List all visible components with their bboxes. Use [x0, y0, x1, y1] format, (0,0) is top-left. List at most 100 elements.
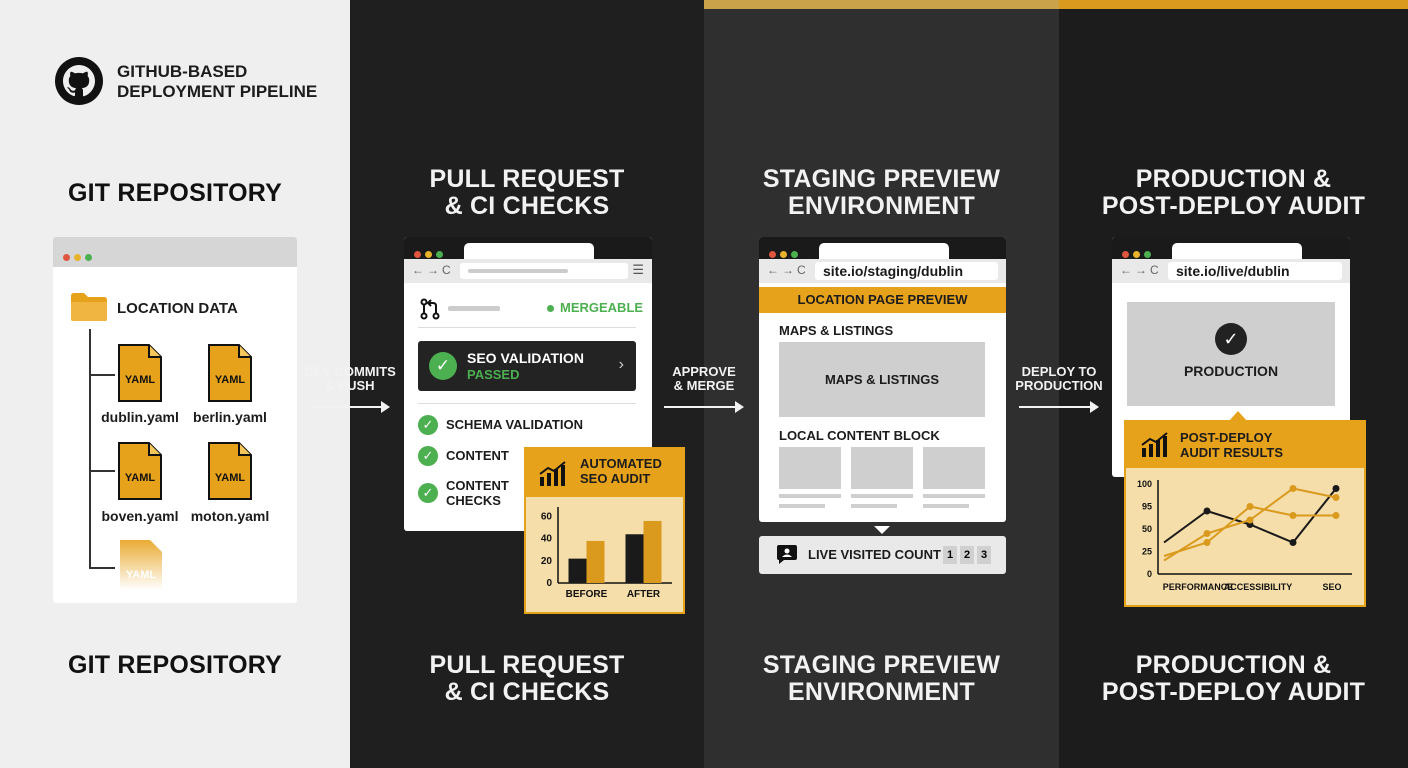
x-tick-label: PERFORMANCE: [1163, 582, 1234, 592]
arrow-label-approve: APPROVE & MERGE: [664, 365, 744, 393]
maximize-dot[interactable]: [791, 251, 798, 258]
brand-title-line2: DEPLOYMENT PIPELINE: [117, 82, 318, 101]
counter-digit: 2: [960, 546, 974, 564]
stage-footer-production-line1: PRODUCTION &: [1135, 651, 1332, 679]
folder-icon: [71, 293, 107, 321]
brand-title: GITHUB-BASED DEPLOYMENT PIPELINE: [117, 62, 317, 102]
series-point-1: [1289, 485, 1297, 492]
local-content-heading: LOCAL CONTENT BLOCK: [779, 428, 940, 443]
arrow-deploy-line1: DEPLOY TO: [1021, 364, 1097, 379]
content-thumb: [779, 447, 841, 489]
nav-icons[interactable]: ←→C: [412, 263, 454, 277]
minimize-dot[interactable]: [780, 251, 787, 258]
y-tick-label: 0: [546, 578, 552, 589]
stage-title-pr: PULL REQUEST & CI CHECKS: [350, 166, 704, 220]
yaml-file-icon[interactable]: YAML: [117, 441, 163, 501]
yaml-file-icon[interactable]: YAML: [117, 343, 163, 403]
seo-audit-title-line1: AUTOMATED: [580, 456, 662, 471]
series-point-1: [1203, 530, 1211, 537]
text-placeholder: [779, 494, 841, 498]
close-dot[interactable]: [63, 254, 70, 261]
maximize-dot[interactable]: [436, 251, 443, 258]
x-tick-label: AFTER: [627, 589, 661, 600]
stage-title-production-line1: PRODUCTION &: [1135, 165, 1332, 193]
nav-icons[interactable]: ←→C: [1120, 263, 1162, 277]
yaml-file-icon-faded: YAML: [120, 540, 162, 590]
accent-bar-staging: [704, 0, 1059, 9]
production-box[interactable]: ✓ PRODUCTION: [1127, 302, 1335, 406]
series-line-2: [1163, 505, 1336, 557]
file-name-dublin[interactable]: dublin.yaml: [101, 409, 179, 425]
arrow-commit-line2: & PUSH: [325, 378, 375, 393]
text-placeholder: [851, 504, 897, 508]
check-content-checks: CONTENT CHECKS: [446, 478, 509, 508]
production-titlebar: [1112, 237, 1350, 259]
y-tick-label: 60: [541, 512, 553, 523]
maximize-dot[interactable]: [85, 254, 92, 261]
minimize-dot[interactable]: [1133, 251, 1140, 258]
brand-title-line1: GITHUB-BASED: [117, 62, 248, 81]
text-placeholder: [779, 504, 825, 508]
maps-listings-box[interactable]: MAPS & LISTINGS: [779, 342, 985, 417]
y-tick-label: 100: [1137, 479, 1152, 489]
maps-heading: MAPS & LISTINGS: [779, 323, 894, 338]
bar-before-0: [568, 558, 587, 583]
arrow-approve: [664, 401, 744, 413]
stage-title-repo-text: GIT REPOSITORY: [68, 179, 282, 207]
close-dot[interactable]: [414, 251, 421, 258]
yaml-file-icon[interactable]: YAML: [207, 441, 253, 501]
minimize-dot[interactable]: [425, 251, 432, 258]
series-point-2: [1332, 512, 1340, 519]
live-visited-count-label: LIVE VISITED COUNT: [808, 547, 941, 562]
browser-tab[interactable]: [464, 243, 594, 259]
stage-footer-pr-line2: & CI CHECKS: [444, 678, 610, 706]
check-icon: ✓: [418, 483, 438, 503]
production-url-field[interactable]: site.io/live/dublin: [1168, 262, 1342, 280]
minimize-dot[interactable]: [74, 254, 81, 261]
seo-audit-card-header: AUTOMATED SEO AUDIT: [526, 449, 683, 497]
post-deploy-title-line1: POST-DEPLOY: [1180, 430, 1273, 445]
folder-label[interactable]: LOCATION DATA: [117, 300, 238, 317]
series-point-0: [1203, 507, 1211, 515]
file-name-berlin[interactable]: berlin.yaml: [193, 409, 267, 425]
post-deploy-title-line2: AUDIT RESULTS: [1180, 445, 1284, 460]
close-dot[interactable]: [769, 251, 776, 258]
tree-branch: [89, 374, 115, 376]
staging-address-bar: ←→C site.io/staging/dublin: [759, 259, 1006, 283]
browser-tab[interactable]: [819, 243, 949, 259]
series-point-1: [1246, 516, 1254, 524]
divider: [418, 403, 636, 404]
chart-growth-icon: [539, 461, 566, 486]
staging-titlebar: [759, 237, 1006, 259]
chevron-right-icon: ›: [618, 356, 624, 373]
y-tick-label: 40: [541, 534, 553, 545]
stage-footer-pr: PULL REQUEST & CI CHECKS: [350, 652, 704, 706]
file-name-boven[interactable]: boven.yaml: [101, 508, 179, 524]
close-dot[interactable]: [1122, 251, 1129, 258]
series-point-2: [1246, 503, 1254, 510]
maximize-dot[interactable]: [1144, 251, 1151, 258]
bar-after-1: [643, 520, 662, 583]
yaml-file-icon[interactable]: YAML: [207, 343, 253, 403]
check-circle-icon: ✓: [1215, 323, 1247, 355]
stage-footer-production: PRODUCTION & POST-DEPLOY AUDIT: [1059, 652, 1408, 706]
browser-tab[interactable]: [1172, 243, 1302, 259]
location-page-preview-banner: LOCATION PAGE PREVIEW: [759, 287, 1006, 313]
status-dot: [547, 305, 554, 312]
pr-title-placeholder: [448, 306, 500, 311]
menu-icon[interactable]: ☰: [632, 262, 644, 277]
file-name-moton[interactable]: moton.yaml: [190, 508, 270, 524]
nav-icons[interactable]: ←→C: [767, 263, 809, 277]
staging-url-field[interactable]: site.io/staging/dublin: [815, 262, 998, 280]
bar-after-0: [625, 534, 644, 583]
content-thumb: [923, 447, 985, 489]
seo-validation-status: PASSED: [467, 367, 520, 382]
seo-validation-banner[interactable]: ✓ SEO VALIDATION PASSED ›: [418, 341, 636, 391]
seo-validation-label: SEO VALIDATION: [467, 350, 584, 366]
pr-url-field[interactable]: [460, 263, 628, 279]
stage-title-staging-line2: ENVIRONMENT: [788, 192, 975, 220]
check-schema-validation: SCHEMA VALIDATION: [446, 417, 583, 432]
repo-titlebar: [53, 237, 297, 267]
